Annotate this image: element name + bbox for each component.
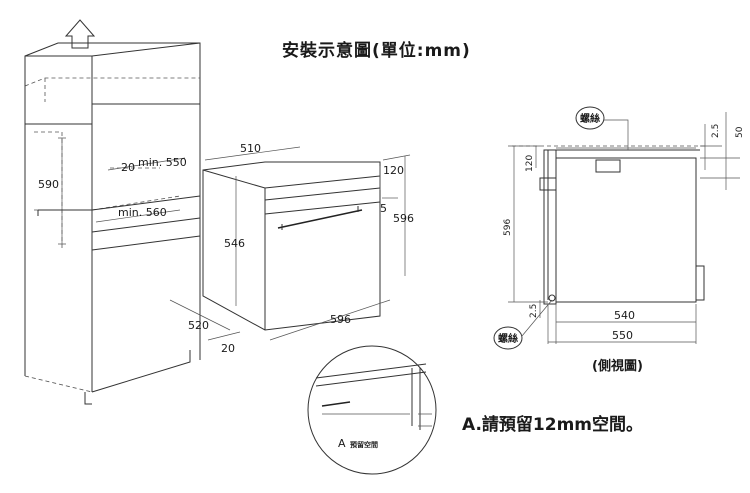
detail-label-a: A [338, 437, 346, 450]
cabinet-dim-min550: min. 550 [138, 156, 187, 169]
cabinet-dim-520: 520 [188, 319, 209, 332]
side-dim-25-bottom: 2.5 [529, 304, 539, 318]
side-dim-596: 596 [503, 219, 513, 236]
oven-dim-510: 510 [240, 142, 261, 155]
side-view-caption: (側視圖) [592, 359, 643, 374]
oven-dim-5: 5 [380, 202, 387, 215]
oven-dim-120: 120 [383, 164, 404, 177]
side-view-drawing [493, 106, 740, 350]
side-dim-120: 120 [525, 155, 535, 172]
cabinet-dim-590: 590 [38, 178, 59, 191]
up-arrow-icon [64, 19, 96, 49]
reserve-space-note: A.請預留12mm空間。 [462, 415, 644, 435]
side-dim-25-top: 2.5 [711, 124, 721, 138]
cabinet-dim-min560: min. 560 [118, 206, 167, 219]
diagram-title: 安裝示意圖(單位:mm) [282, 41, 471, 61]
oven-drawing [202, 146, 411, 341]
side-screw-label-bottom: 螺絲 [498, 332, 518, 345]
oven-dim-596-width: 596 [330, 313, 351, 326]
oven-dim-596-height: 596 [393, 212, 414, 225]
side-screw-label-top: 螺絲 [580, 112, 600, 125]
detail-reserve-space-text: 預留空間 [350, 440, 378, 449]
side-dim-540: 540 [614, 309, 635, 322]
detail-circle-a [307, 345, 437, 475]
cabinet-drawing [24, 19, 241, 405]
side-dim-50: 50 [735, 126, 745, 138]
oven-dim-546: 546 [224, 237, 245, 250]
cabinet-dim-20-bottom: 20 [221, 342, 235, 355]
side-dim-550: 550 [612, 329, 633, 342]
cabinet-dim-20-top: 20 [121, 161, 135, 174]
